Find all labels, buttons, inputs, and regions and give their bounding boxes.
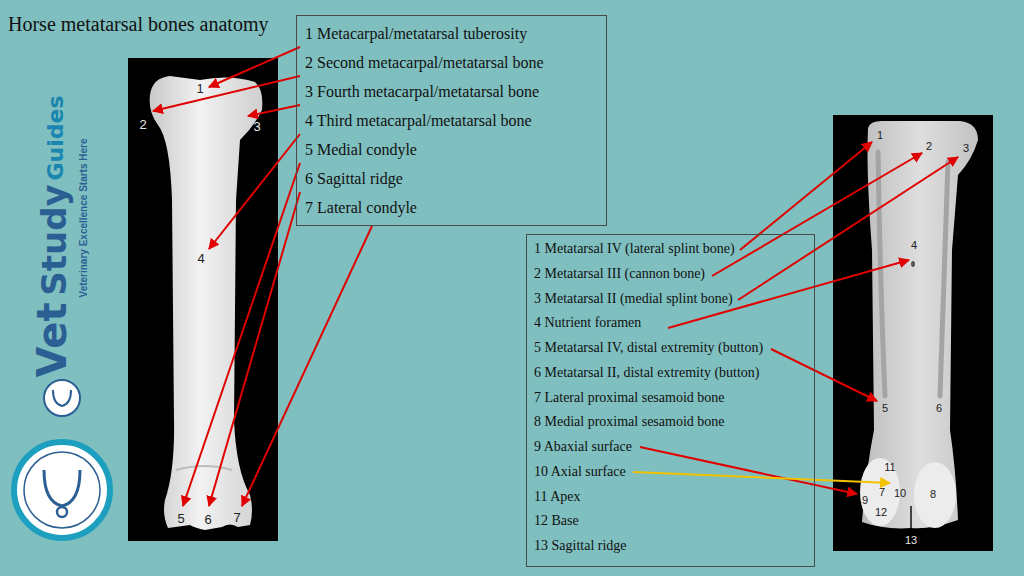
callout-number: 1 (877, 130, 883, 141)
leader-arrow (248, 105, 300, 116)
logo-badge (14, 442, 110, 538)
page-title: Horse metatarsal bones anatomy (8, 12, 268, 36)
legend-entry: 7 Lateral condyle (305, 193, 417, 222)
leader-arrow (209, 192, 300, 506)
legend-box: 1 Metatarsal IV (lateral splint bone)2 M… (526, 234, 815, 567)
sesamoid-bone (914, 462, 956, 528)
legend-entry: 12 Base (534, 509, 579, 534)
sagittal-ridge (910, 506, 912, 528)
callout-number: 6 (936, 403, 942, 414)
callout-number: 7 (879, 487, 885, 498)
legend-entry: 6 Sagittal ridge (305, 164, 403, 193)
legend-entry: 10 Axial surface (534, 460, 626, 485)
legend-box: 1 Metacarpal/metatarsal tuberosity2 Seco… (296, 15, 607, 226)
callout-number: 10 (894, 488, 906, 499)
watermark: Veterinary Excellence Starts Here (79, 139, 89, 298)
photo-panel (128, 58, 278, 541)
callout-number: 4 (911, 240, 917, 251)
watermark: Vet (32, 302, 72, 377)
callout-number: 3 (963, 143, 969, 154)
legend-entry: 9 Abaxial surface (534, 435, 632, 460)
callout-number: 13 (905, 535, 917, 546)
callout-number: 1 (196, 82, 203, 95)
leader-arrow (183, 163, 300, 506)
cannon-bone (150, 76, 263, 530)
callout-number: 6 (204, 513, 211, 526)
callout-number: 5 (177, 512, 184, 525)
leader-arrow (242, 226, 372, 506)
legend-entry: 5 Metatarsal IV, distal extremity (butto… (534, 336, 763, 361)
legend-entry: 2 Second metacarpal/metatarsal bone (305, 48, 544, 77)
leader-arrow (712, 153, 922, 276)
legend-entry: 1 Metatarsal IV (lateral splint bone) (534, 237, 735, 262)
legend-entry: 2 Metatarsal III (cannon bone) (534, 262, 705, 287)
callout-number: 2 (139, 118, 146, 131)
stethoscope-icon (44, 470, 80, 506)
callout-number: 5 (882, 403, 888, 414)
stethoscope-icon (53, 390, 71, 406)
callout-number: 9 (862, 495, 868, 506)
legend-entry: 6 Metatarsal II, distal extremity (butto… (534, 361, 760, 386)
nutrient-foramen (911, 261, 915, 267)
callout-number: 12 (875, 507, 887, 518)
callout-number: 4 (197, 252, 204, 265)
legend-entry: 3 Fourth metacarpal/metatarsal bone (305, 77, 539, 106)
callout-number: 11 (884, 462, 895, 473)
photo-panel (833, 115, 993, 551)
legend-entry: 8 Medial proximal sesamoid bone (534, 410, 725, 435)
leader-arrow (633, 472, 890, 483)
legend-entry: 3 Metatarsal II (medial splint bone) (534, 287, 733, 312)
leader-arrow (153, 76, 300, 111)
logo-badge (44, 380, 80, 416)
logo-ring (24, 452, 100, 528)
leader-arrow (209, 134, 300, 249)
legend-entry: 1 Metacarpal/metatarsal tuberosity (305, 19, 527, 48)
callout-number: 8 (930, 489, 936, 500)
callout-number: 3 (253, 120, 260, 133)
legend-entry: 4 Nutrient foramen (534, 311, 641, 336)
stethoscope-icon (57, 507, 67, 517)
legend-entry: 13 Sagittal ridge (534, 534, 627, 559)
splint-bone (940, 162, 948, 396)
leader-arrow (640, 447, 857, 494)
legend-entry: 4 Third metacarpal/metatarsal bone (305, 106, 532, 135)
watermark: Study (37, 184, 71, 295)
watermark: Guides (45, 95, 67, 180)
callout-number: 7 (233, 511, 240, 524)
leader-arrow (209, 47, 300, 87)
leader-arrow (738, 157, 958, 300)
legend-entry: 7 Lateral proximal sesamoid bone (534, 386, 725, 411)
bone-shading (176, 466, 232, 470)
legend-entry: 11 Apex (534, 485, 581, 510)
splint-bone (878, 152, 885, 396)
leader-arrow (771, 349, 877, 401)
callout-number: 2 (926, 141, 932, 152)
legend-entry: 5 Medial condyle (305, 135, 417, 164)
